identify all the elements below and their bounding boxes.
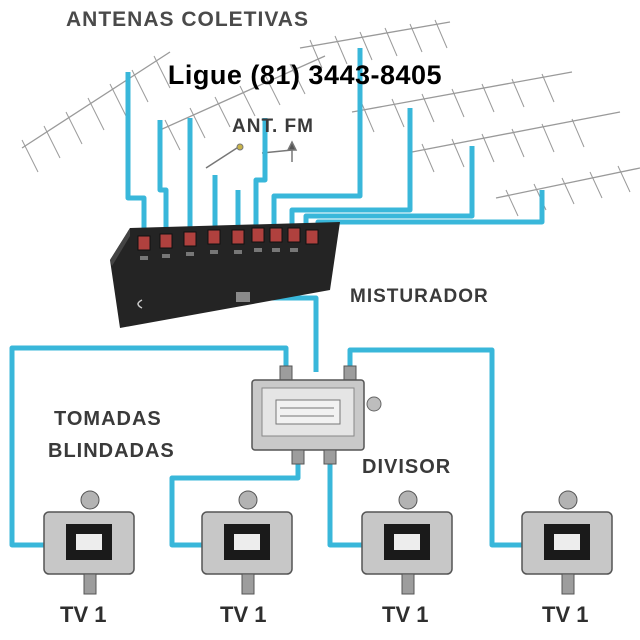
- tv-outlet-label: TV 1: [542, 602, 589, 627]
- outlet-icon: [521, 490, 613, 595]
- diagram-title: ANTENAS COLETIVAS: [66, 8, 309, 31]
- splitter-icon: [251, 365, 382, 465]
- yagi-antenna-icon: [299, 19, 451, 69]
- tv-outlet-label: TV 1: [382, 602, 429, 627]
- outlet-icon: [201, 490, 293, 595]
- tv-outlet-label: TV 1: [220, 602, 267, 627]
- outlet-icon: [43, 490, 135, 595]
- outlets-label-line2: BLINDADAS: [48, 440, 175, 462]
- yagi-antenna-icon: [351, 71, 573, 133]
- tv-outlet-label: TV 1: [60, 602, 107, 627]
- yagi-antenna-icon: [495, 165, 640, 217]
- coax-cables: [9, 48, 545, 548]
- yagi-antenna-icon: [21, 51, 171, 173]
- phone-contact: Ligue (81) 3443-8405: [167, 60, 443, 90]
- fm-antenna-icon: [205, 140, 298, 169]
- yagi-antenna-icon: [159, 55, 326, 151]
- fm-antenna-label: ANT. FM: [232, 116, 314, 137]
- outlets-label-line1: TOMADAS: [54, 408, 162, 430]
- mixer-label: MISTURADOR: [350, 286, 489, 307]
- yagi-antenna-icon: [411, 111, 621, 173]
- mixer-icon: [110, 222, 340, 328]
- outlet-icon: [361, 490, 453, 595]
- splitter-label: DIVISOR: [362, 456, 452, 478]
